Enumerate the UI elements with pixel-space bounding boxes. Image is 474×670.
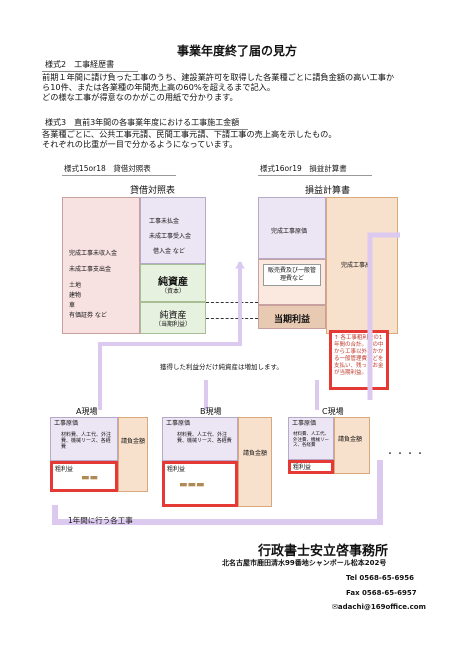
pl-cost: 完成工事原価 xyxy=(258,197,326,259)
pl-title: 損益計算書 xyxy=(305,186,351,196)
site-b-revenue-label: 請負金額 xyxy=(243,450,268,457)
bs-caption: 様式15or18 貸借対照表 xyxy=(62,162,176,176)
site-b-revenue: 請負金額 xyxy=(238,417,272,507)
office-email-row: ✉adachi@169office.com xyxy=(332,603,426,611)
pl-profit: 当期利益 xyxy=(258,305,326,329)
pl-sga-label: 販売費及び一般管理費など xyxy=(263,264,321,286)
site-c-gross: 粗利益 xyxy=(288,460,334,474)
money-stack-icon: ▬▬▬ xyxy=(179,480,205,490)
arrow-a xyxy=(98,262,242,410)
liab-item: 工事未払金 xyxy=(149,218,180,225)
site-a-name: A現場 xyxy=(76,407,98,416)
equity2-label: 純資産 xyxy=(159,311,187,321)
bs-title: 貸借対照表 xyxy=(130,186,176,196)
asset-item: 有価証券 など xyxy=(69,312,107,319)
site-c-revenue: 請負金額 xyxy=(334,417,370,474)
site-b-cost: 工事原価 材料費、人工代、外注費、機械リース、各経費 xyxy=(162,417,238,461)
pl-profit-label: 当期利益 xyxy=(273,315,310,325)
bs-equity-profit: 純資産 （当期利益） xyxy=(140,302,206,334)
section1-line: どの様な工事が得意なのかがこの用紙で分かります。 xyxy=(42,92,238,102)
site-a-cost-label: 工事原価 xyxy=(54,420,79,427)
dashed-link-bottom xyxy=(206,318,258,319)
section2-body: 各業種ごとに、公共工事元請、民間工事元請、下請工事の売上高を示したもの。 それぞ… xyxy=(42,129,462,149)
office-tel: Tel 0568-65-6956 xyxy=(346,574,414,582)
arrow-bottom xyxy=(52,460,383,525)
profit-note-text: ↑ 各工事粗利益の1年間の合計。この中から工事以外にかかる一般管理費などを支払い… xyxy=(334,335,384,376)
year-label: 1年間に行う各工事 xyxy=(68,516,133,525)
site-b-name: B現場 xyxy=(200,407,222,416)
pl-cost-label: 完成工事原価 xyxy=(271,228,308,235)
more-sites-ellipsis: ・・・・ xyxy=(386,449,426,458)
section1-line: 前期１年間に請け負った工事のうち、建設業許可を取得した各業種ごとに請負金額の高い… xyxy=(42,72,395,82)
mail-icon: ✉ xyxy=(332,603,338,611)
bs-liabilities: 工事未払金 未成工事受入金 借入金 など xyxy=(140,197,206,264)
arrow-right xyxy=(367,232,400,400)
equity-sub: （資本） xyxy=(160,288,185,295)
equity2-sub: （当期利益） xyxy=(154,321,191,328)
office-name: 行政書士安立啓事務所 xyxy=(258,544,389,559)
page-title: 事業年度終了届の見方 xyxy=(176,44,297,58)
pl-sales-label: 完成工事高 xyxy=(341,262,372,269)
site-a-gross: 粗利益 ▬▬ xyxy=(50,461,118,492)
money-stack-icon: ▬▬ xyxy=(81,473,99,483)
arrow-head-a xyxy=(235,261,245,269)
site-b-cost-label: 工事原価 xyxy=(166,420,191,427)
asset-item: 土地 xyxy=(69,282,82,289)
section2-label: 様式3 直前3年間の各事業年度における工事施工金額 xyxy=(42,116,248,130)
site-a-cost: 工事原価 材料費、人工代、外注費、機械リース、各経費 xyxy=(50,417,118,461)
asset-item: 車 xyxy=(69,302,76,309)
dashed-link-top xyxy=(206,302,258,303)
bs-assets: 完成工事未収入金 未成工事支出金 土地 建物 車 有価証券 など xyxy=(62,197,140,334)
site-a-cost-detail: 材料費、人工代、外注費、機械リース、各経費 xyxy=(61,432,112,450)
equity-label: 純資産 xyxy=(158,277,188,288)
liab-item: 借入金 など xyxy=(153,248,185,255)
section1-label: 様式2 工事経歴書 xyxy=(42,58,138,72)
asset-item: 建物 xyxy=(69,292,82,299)
liab-item: 未成工事受入金 xyxy=(149,233,192,240)
section2-line: 各業種ごとに、公共工事元請、民間工事元請、下請工事の売上高を示したもの。 xyxy=(42,129,337,139)
site-b-gross: 粗利益 ▬▬▬ xyxy=(162,461,238,507)
site-b-cost-detail: 材料費、人工代、外注費、機械リース、各経費 xyxy=(177,432,232,444)
site-c-name: C現場 xyxy=(322,407,344,416)
bs-equity: 純資産 （資本） xyxy=(140,264,206,302)
asset-item: 完成工事未収入金 xyxy=(69,250,118,257)
site-a-revenue-label: 請負金額 xyxy=(121,438,146,445)
office-email[interactable]: adachi@169office.com xyxy=(337,603,426,611)
site-a-gross-label: 粗利益 xyxy=(55,466,74,473)
site-c-cost: 工事原価 材料費、人工代、外注費、機械リース、各経費 xyxy=(288,417,334,460)
office-fax: Fax 0568-65-6957 xyxy=(346,589,417,597)
section2-line: それぞれの比重が一目で分かるようになっています。 xyxy=(42,139,238,149)
site-a-revenue: 請負金額 xyxy=(118,417,148,492)
section1-body: 前期１年間に請け負った工事のうち、建設業許可を取得した各業種ごとに請負金額の高い… xyxy=(42,72,462,102)
site-c-cost-label: 工事原価 xyxy=(292,420,317,427)
site-c-gross-label: 粗利益 xyxy=(293,464,312,471)
profit-note: ↑ 各工事粗利益の1年間の合計。この中から工事以外にかかる一般管理費などを支払い… xyxy=(329,330,389,390)
retained-note: 獲得した利益分だけ純資産は増加します。 xyxy=(160,363,283,371)
pl-caption: 様式16or19 損益計算書 xyxy=(258,162,372,176)
office-address: 北名古屋市鹿田清水99番地シャンボール松本202号 xyxy=(222,559,387,567)
pl-sales: 完成工事高 xyxy=(326,197,398,334)
site-c-cost-detail: 材料費、人工代、外注費、機械リース、各経費 xyxy=(293,432,329,448)
section1-line: ら10件、または各業種の年間売上高の60%を超えるまで記入。 xyxy=(42,82,276,92)
pl-sga: 販売費及び一般管理費など xyxy=(258,259,326,305)
site-c-revenue-label: 請負金額 xyxy=(338,436,363,443)
site-b-gross-label: 粗利益 xyxy=(167,466,186,473)
asset-item: 未成工事支出金 xyxy=(69,266,112,273)
